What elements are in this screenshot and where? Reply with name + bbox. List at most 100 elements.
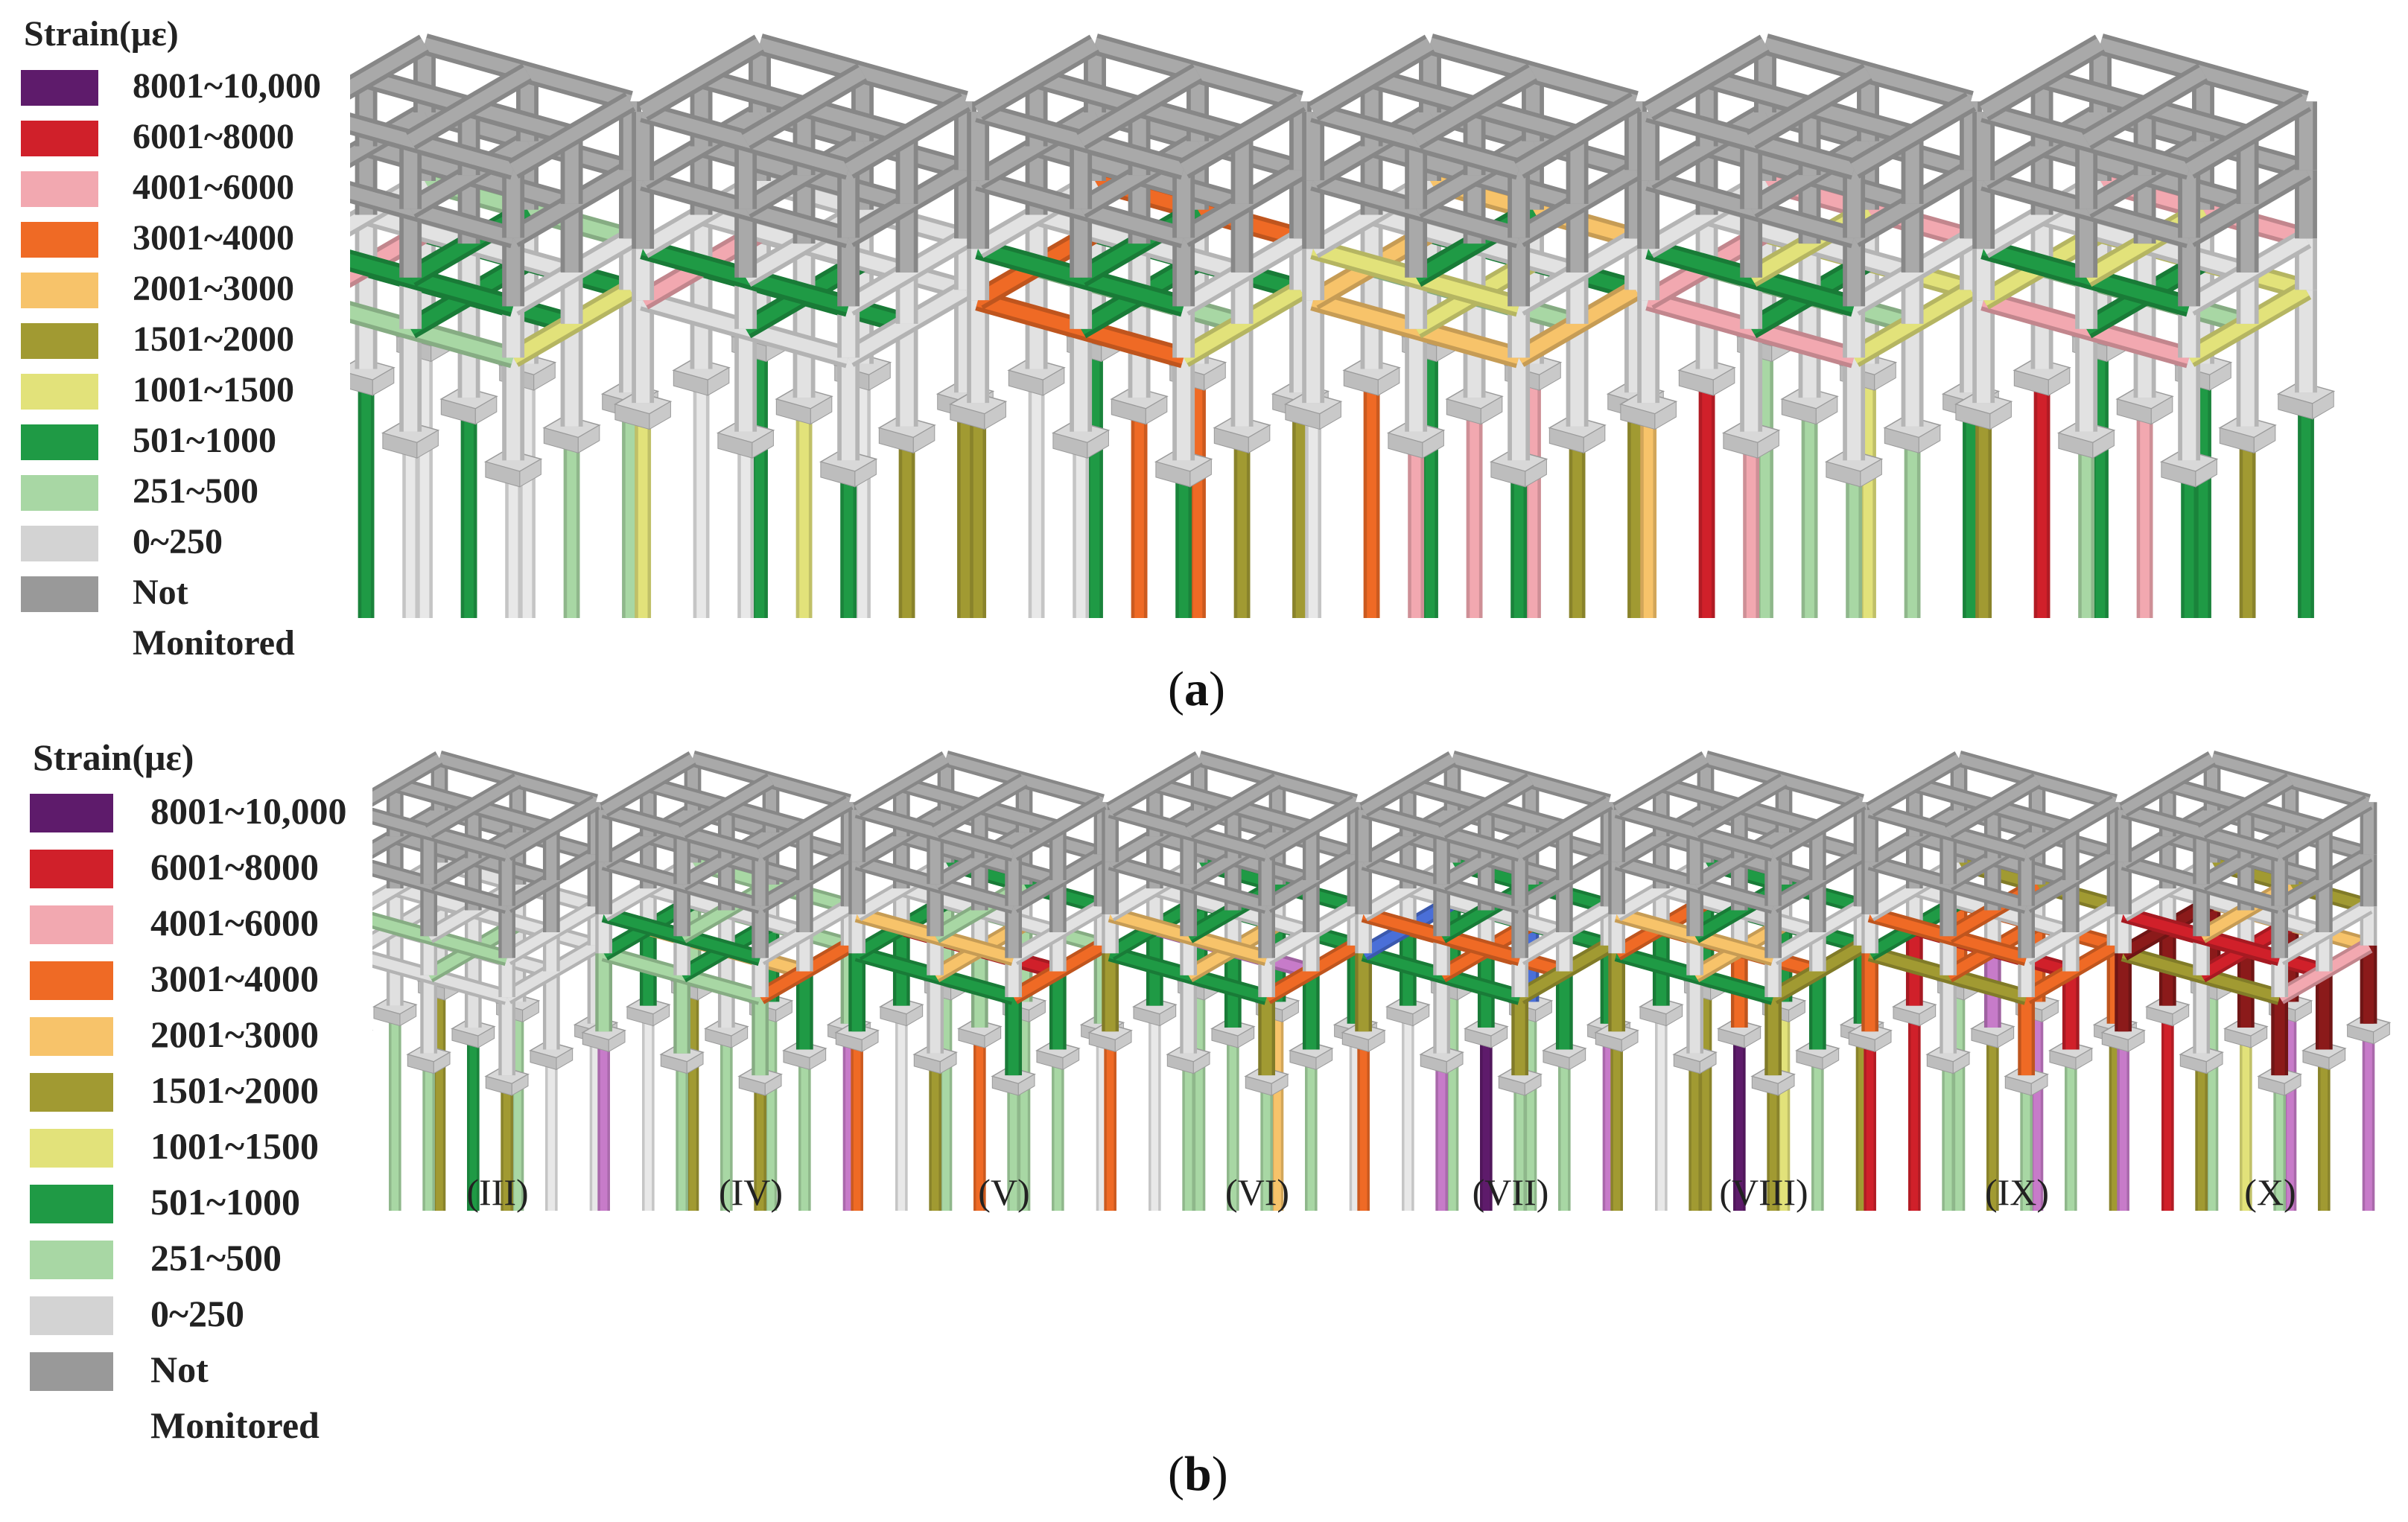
- pile-cap: [2284, 1073, 2301, 1096]
- beam: [2083, 67, 2207, 147]
- beam: [372, 806, 442, 856]
- pile-cap: [474, 395, 498, 425]
- beam: [1412, 67, 1537, 147]
- pile-cap: [2075, 1048, 2093, 1071]
- legend-label: 8001~10,000: [150, 790, 347, 832]
- beam: [1770, 797, 1865, 859]
- pile-cap: [2048, 366, 2071, 396]
- pile-cap: [1918, 424, 1941, 454]
- legend-swatch: [21, 70, 98, 106]
- pile-cap: [2092, 430, 2115, 459]
- panel-b-label: (b): [1168, 1447, 1228, 1501]
- beam: [2024, 797, 2118, 859]
- legend-label: 1001~1500: [133, 370, 294, 410]
- pile-cap: [1815, 395, 1838, 425]
- legend-label: 2001~3000: [150, 1013, 320, 1055]
- legend-label: 8001~10,000: [133, 66, 321, 106]
- pile-cap: [477, 1025, 495, 1048]
- pile-cap: [399, 1004, 417, 1027]
- pile-cap: [861, 1030, 879, 1053]
- pile-cap: [1524, 1073, 1542, 1096]
- pile-cap: [912, 424, 935, 454]
- legend-b-title: Strain(με): [33, 736, 194, 778]
- beam: [933, 776, 1027, 836]
- legend-label: 2001~3000: [133, 269, 294, 308]
- beam: [1692, 776, 1787, 836]
- beam: [426, 828, 521, 888]
- pile-cap: [707, 366, 730, 396]
- pile-cap: [511, 1073, 529, 1096]
- beam: [1264, 850, 1359, 911]
- pile-cap: [519, 458, 541, 488]
- pile-cap: [1087, 430, 1109, 459]
- legend-swatch: [30, 794, 113, 832]
- beam: [372, 811, 509, 859]
- pile-cap: [1237, 1025, 1255, 1048]
- pile-cap: [608, 1030, 626, 1053]
- beam: [1868, 805, 2028, 859]
- pile-cap: [906, 1004, 924, 1027]
- pile-cap: [1874, 361, 1896, 391]
- legend-swatch: [21, 475, 98, 511]
- pile-cap: [1446, 1051, 1464, 1074]
- pile-cap: [416, 430, 439, 459]
- legend-swatch: [30, 1073, 113, 1112]
- pile-cap: [939, 1051, 957, 1074]
- legend-label: Not: [150, 1349, 209, 1390]
- building-model: [1847, 750, 2138, 1211]
- beam: [1309, 106, 1434, 186]
- pile-cap: [1204, 361, 1226, 391]
- beam: [1439, 776, 1534, 836]
- pile-cap: [1860, 458, 1882, 488]
- beam: [1867, 754, 1962, 815]
- beam: [2199, 776, 2293, 836]
- pile-cap: [652, 1004, 670, 1027]
- pile-cap: [1539, 361, 1561, 391]
- stage-label: (VII): [1472, 1171, 1549, 1213]
- pile-cap: [1822, 1048, 1840, 1071]
- pile-cap: [775, 1000, 792, 1023]
- pile-cap: [1777, 1073, 1795, 1096]
- beam: [679, 776, 774, 836]
- pile-cap: [1062, 1048, 1080, 1071]
- beam: [601, 754, 696, 815]
- legend-swatch: [21, 273, 98, 308]
- legend-swatch: [21, 222, 98, 258]
- legend-swatch: [30, 1296, 113, 1335]
- building-model: [2100, 750, 2392, 1211]
- pile-cap: [686, 1051, 704, 1074]
- beam: [855, 857, 1015, 911]
- pile-cap: [1535, 1000, 1552, 1023]
- beam: [2120, 806, 2215, 867]
- beam: [845, 95, 969, 175]
- beam: [350, 106, 428, 164]
- beam: [854, 806, 949, 867]
- beam: [974, 106, 1099, 186]
- beam: [372, 863, 509, 911]
- building-model: [1283, 34, 1665, 618]
- pile-cap: [1621, 1030, 1639, 1053]
- pile-cap: [1874, 1030, 1892, 1053]
- legend-swatch: [30, 961, 113, 1000]
- legend-label: 501~1000: [133, 421, 276, 460]
- legend-label: 6001~8000: [150, 846, 320, 888]
- pile-cap: [1480, 395, 1503, 425]
- pile-cap: [1525, 458, 1547, 488]
- beam: [372, 754, 442, 803]
- legend-label: Not: [133, 573, 188, 612]
- stage-label: (X): [2244, 1171, 2296, 1213]
- beam: [1945, 776, 2040, 836]
- panel-a-models: [350, 34, 2336, 618]
- stage-label: (IX): [1984, 1171, 2050, 1213]
- pile-cap: [2030, 1073, 2048, 1096]
- building-model: [350, 34, 660, 618]
- building-model: [1087, 750, 1379, 1211]
- pile-cap: [1319, 401, 1341, 430]
- beam: [1186, 828, 1280, 888]
- beam: [2185, 95, 2310, 175]
- beam: [1517, 850, 1612, 911]
- pile-cap: [2195, 458, 2217, 488]
- pile-cap: [433, 1051, 451, 1074]
- beam: [1361, 754, 1455, 815]
- pile-cap: [2209, 361, 2231, 391]
